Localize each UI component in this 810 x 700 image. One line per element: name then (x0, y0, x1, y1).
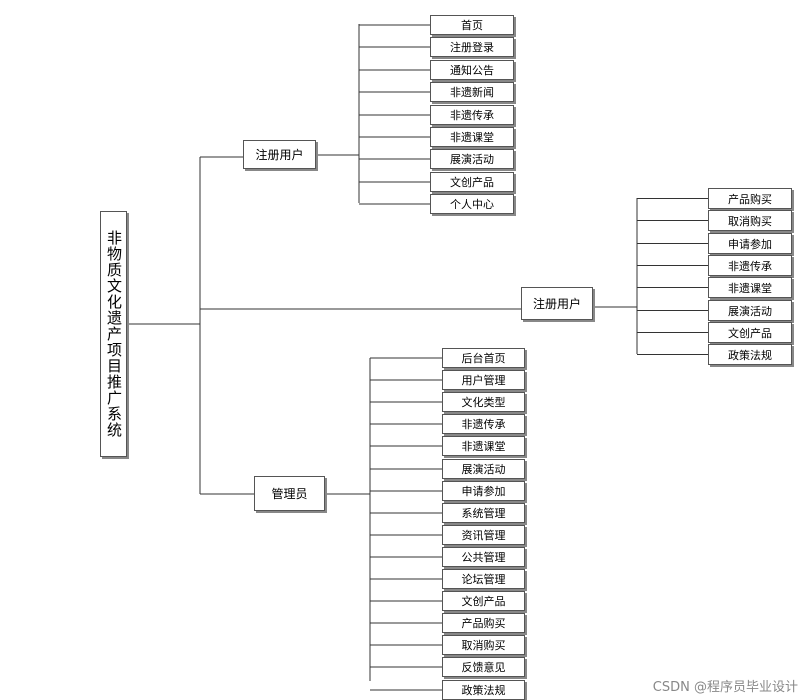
leaf-label: 非遗课堂 (461, 440, 506, 453)
leaf-node: 首页 (430, 15, 514, 35)
leaf-label: 取消购买 (728, 214, 772, 228)
leaf-node: 政策法规 (708, 344, 792, 365)
leaf-node: 资讯管理 (442, 525, 525, 545)
leaf-label: 展演活动 (728, 304, 772, 318)
branch-label: 管理员 (271, 487, 308, 501)
leaf-node: 非遗新闻 (430, 82, 514, 102)
leaf-node: 文创产品 (442, 591, 525, 611)
leaf-label: 注册登录 (450, 41, 494, 54)
leaf-node: 产品购买 (442, 613, 525, 633)
watermark: CSDN @程序员毕业设计 (652, 680, 798, 695)
leaf-label: 展演活动 (450, 153, 494, 166)
leaf-label: 展演活动 (461, 463, 506, 476)
leaf-label: 文创产品 (461, 595, 506, 608)
leaf-node: 非遗课堂 (430, 127, 514, 147)
leaf-node: 文创产品 (708, 322, 792, 343)
leaf-label: 政策法规 (728, 348, 772, 362)
leaf-node: 政策法规 (442, 680, 525, 700)
branch-label: 注册用户 (255, 148, 304, 162)
leaf-label: 论坛管理 (461, 573, 506, 586)
leaf-label: 非遗课堂 (728, 281, 772, 295)
leaf-label: 非遗新闻 (450, 86, 494, 99)
leaf-node: 产品购买 (708, 188, 792, 209)
leaf-node: 非遗课堂 (442, 436, 525, 456)
leaf-node: 后台首页 (442, 348, 525, 368)
leaf-label: 文创产品 (728, 326, 772, 340)
branch-node-registered-user-1: 注册用户 (243, 140, 316, 169)
leaf-label: 申请参加 (461, 485, 506, 498)
leaf-node: 系统管理 (442, 503, 525, 523)
leaf-node: 公共管理 (442, 547, 525, 567)
leaf-label: 取消购买 (461, 639, 506, 652)
leaf-node: 非遗传承 (430, 105, 514, 125)
leaf-node: 取消购买 (708, 210, 792, 231)
leaf-node: 申请参加 (442, 481, 525, 501)
leaf-node: 注册登录 (430, 37, 514, 57)
leaf-label: 资讯管理 (461, 529, 506, 542)
leaf-node: 非遗传承 (708, 255, 792, 276)
leaf-label: 申请参加 (728, 237, 772, 251)
leaf-label: 非遗传承 (450, 109, 494, 122)
leaf-label: 通知公告 (450, 64, 494, 77)
leaf-label: 后台首页 (461, 352, 506, 365)
leaf-label: 个人中心 (450, 198, 494, 211)
leaf-node: 论坛管理 (442, 569, 525, 589)
leaf-label: 用户管理 (461, 374, 506, 387)
root-node: 非物质文化遗产项目推广系统 (100, 211, 127, 457)
leaf-label: 反馈意见 (461, 661, 506, 674)
leaf-label: 政策法规 (461, 684, 506, 697)
leaf-label: 系统管理 (461, 507, 506, 520)
leaf-node: 文化类型 (442, 392, 525, 412)
leaf-node: 个人中心 (430, 194, 514, 214)
branch-node-admin: 管理员 (254, 476, 325, 511)
leaf-label: 公共管理 (461, 551, 506, 564)
leaf-label: 首页 (461, 19, 483, 32)
leaf-node: 申请参加 (708, 233, 792, 254)
leaf-node: 取消购买 (442, 635, 525, 655)
leaf-label: 产品购买 (461, 617, 506, 630)
leaf-label: 非遗课堂 (450, 131, 494, 144)
leaf-label: 非遗传承 (728, 259, 772, 273)
leaf-node: 非遗课堂 (708, 277, 792, 298)
leaf-node: 反馈意见 (442, 657, 525, 677)
leaf-node: 文创产品 (430, 172, 514, 192)
leaf-label: 非遗传承 (461, 418, 506, 431)
leaf-label: 产品购买 (728, 192, 772, 206)
leaf-node: 非遗传承 (442, 414, 525, 434)
root-label: 非物质文化遗产项目推广系统 (105, 230, 123, 438)
leaf-label: 文创产品 (450, 176, 494, 189)
leaf-node: 展演活动 (708, 300, 792, 321)
branch-node-registered-user-2: 注册用户 (521, 287, 593, 320)
leaf-node: 用户管理 (442, 370, 525, 390)
branch-label: 注册用户 (532, 297, 581, 311)
leaf-node: 展演活动 (442, 459, 525, 479)
leaf-node: 通知公告 (430, 60, 514, 80)
leaf-label: 文化类型 (461, 396, 506, 409)
leaf-node: 展演活动 (430, 149, 514, 169)
